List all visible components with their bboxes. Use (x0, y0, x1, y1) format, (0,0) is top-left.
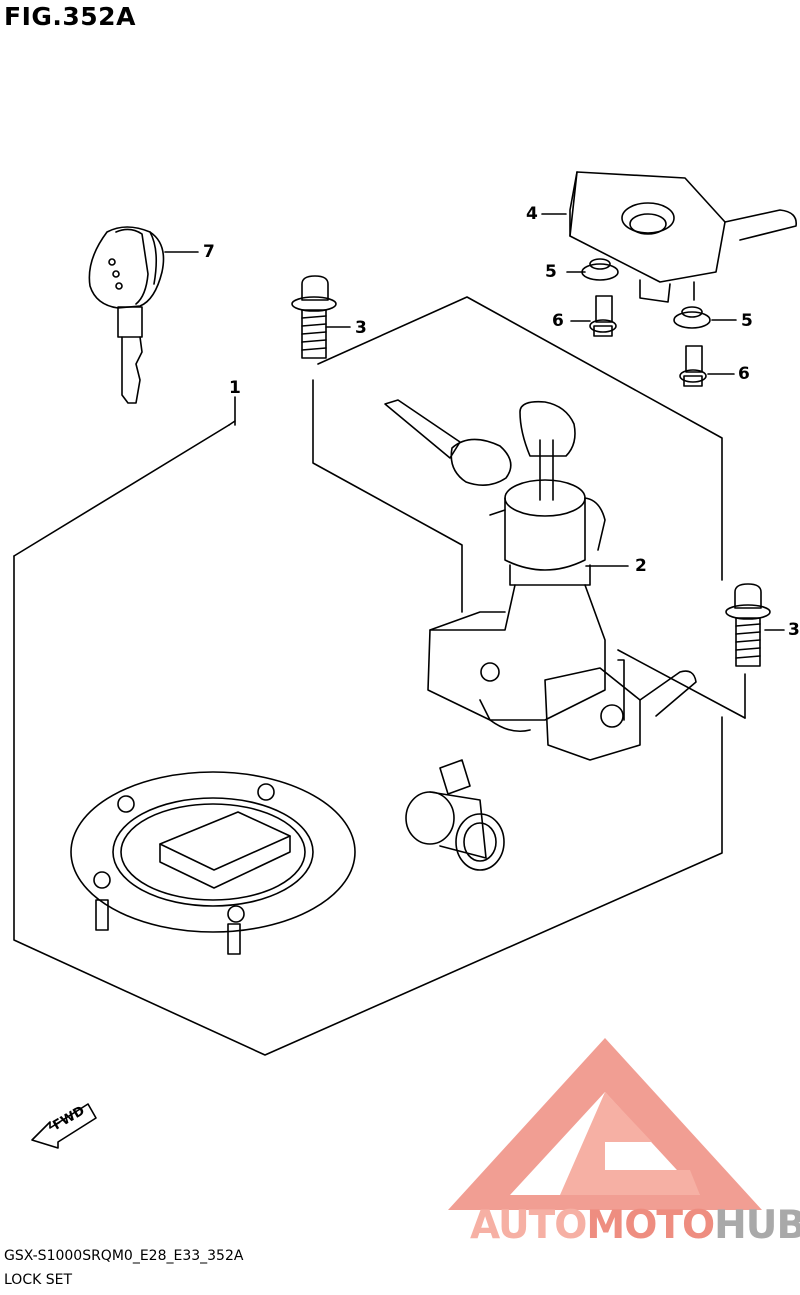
callout-6-upper: 6 (552, 311, 564, 331)
ignition-switch (384, 399, 697, 761)
watermark-text: AUTOMOTOHUB (470, 1206, 800, 1245)
leader-lines (164, 213, 785, 631)
callout-2: 2 (635, 556, 647, 576)
callout-6-lower: 6 (738, 364, 750, 384)
callout-3-upper: 3 (355, 318, 367, 338)
watermark-logo-icon (448, 1038, 762, 1210)
callout-5-lower: 5 (741, 311, 753, 331)
screw-upper (589, 295, 617, 337)
grommet-upper (581, 258, 619, 281)
bolt-lower (725, 583, 771, 667)
watermark-part-moto: MOTO (586, 1203, 715, 1248)
bolt-upper (291, 275, 337, 359)
grommet-lower (673, 306, 711, 329)
key-part (88, 226, 165, 404)
watermark-part-hub: HUB (714, 1203, 800, 1248)
screw-lower (679, 345, 707, 387)
callout-7: 7 (203, 242, 215, 262)
lock-set-frame (13, 296, 746, 1056)
section-name: LOCK SET (4, 1272, 73, 1288)
fwd-arrow-icon (31, 1103, 97, 1149)
callout-4: 4 (526, 204, 538, 224)
seat-lock-cylinder (405, 759, 505, 871)
model-code: GSX-S1000SRQM0_E28_E33_352A (4, 1248, 244, 1264)
callout-3-lower: 3 (788, 620, 800, 640)
callout-5-upper: 5 (545, 262, 557, 282)
watermark-part-auto: AUTO (470, 1203, 587, 1248)
callout-1: 1 (229, 378, 241, 398)
figure-title: FIG.352A (4, 2, 136, 31)
switch-cover (569, 171, 797, 303)
fuel-cap-ring (70, 771, 356, 955)
